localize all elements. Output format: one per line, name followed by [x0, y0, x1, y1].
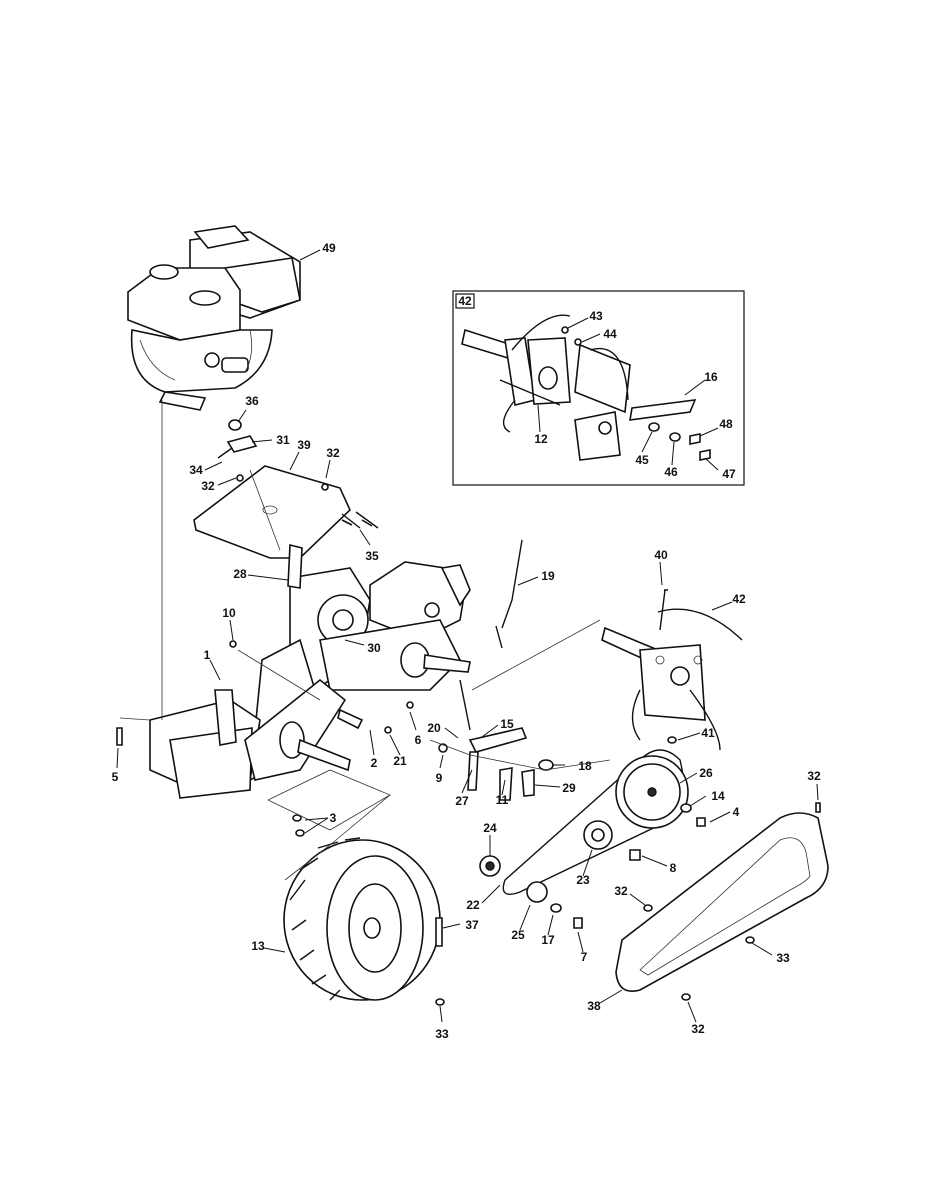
tiller-frame: [149, 543, 471, 799]
tine-assembly: [601, 589, 743, 751]
callout-38: 38: [587, 999, 601, 1013]
linkage-parts: [337, 539, 554, 801]
part-callouts: 49 36 31 39 34 32 32 35 28 10 1 30 19 6 …: [112, 241, 821, 1041]
callout-32-c: 32: [614, 884, 628, 898]
callout-44: 44: [603, 327, 617, 341]
callout-34: 34: [189, 463, 203, 477]
callout-15: 15: [500, 717, 514, 731]
callout-49: 49: [322, 241, 336, 255]
callout-36: 36: [245, 394, 259, 408]
callout-19: 19: [541, 569, 555, 583]
wheel: [283, 837, 443, 1001]
callout-42: 42: [732, 592, 746, 606]
callout-21: 21: [393, 754, 407, 768]
callout-32-a: 32: [201, 479, 215, 493]
callout-28: 28: [233, 567, 247, 581]
callout-4: 4: [733, 805, 740, 819]
callout-22: 22: [466, 898, 480, 912]
callout-1: 1: [204, 648, 211, 662]
callout-33-b: 33: [776, 951, 790, 965]
belt-guard: [615, 812, 829, 992]
callout-27: 27: [455, 794, 469, 808]
inset-label: 42: [458, 294, 472, 308]
callout-10: 10: [222, 606, 236, 620]
callout-16: 16: [704, 370, 718, 384]
callout-25: 25: [511, 928, 525, 942]
callout-45: 45: [635, 453, 649, 467]
callout-12: 12: [534, 432, 548, 446]
callout-40: 40: [654, 548, 668, 562]
callout-6: 6: [415, 733, 422, 747]
callout-18: 18: [578, 759, 592, 773]
callout-3: 3: [330, 811, 337, 825]
callout-leaders: [116, 249, 819, 1023]
callout-14: 14: [711, 789, 725, 803]
tine-detail-inset: [452, 290, 745, 486]
callout-46: 46: [664, 465, 678, 479]
callout-47: 47: [722, 467, 736, 481]
callout-7: 7: [581, 950, 588, 964]
callout-35: 35: [365, 549, 379, 563]
callout-30: 30: [367, 641, 381, 655]
throttle-parts: [217, 419, 258, 459]
callout-17: 17: [541, 933, 555, 947]
callout-48: 48: [719, 417, 733, 431]
belt-drive: [479, 749, 706, 929]
callout-41: 41: [701, 726, 715, 740]
callout-26: 26: [699, 766, 713, 780]
callout-11: 11: [496, 793, 509, 807]
callout-8: 8: [670, 861, 677, 875]
callout-43: 43: [589, 309, 603, 323]
callout-32-d: 32: [807, 769, 821, 783]
callout-5: 5: [112, 770, 119, 784]
engine: [127, 225, 301, 411]
callout-39: 39: [297, 438, 311, 452]
callout-32-e: 32: [691, 1022, 705, 1036]
belt-guard-plate: [193, 465, 379, 559]
callout-9: 9: [436, 771, 443, 785]
callout-13: 13: [251, 939, 265, 953]
callout-2: 2: [371, 756, 378, 770]
inset-label-box: [455, 293, 475, 309]
callout-33-a: 33: [435, 1027, 449, 1041]
callout-31: 31: [276, 433, 290, 447]
callout-20: 20: [427, 721, 441, 735]
callout-37: 37: [465, 918, 479, 932]
callout-23: 23: [576, 873, 590, 887]
callout-24: 24: [483, 821, 497, 835]
loose-hardware: [116, 474, 821, 1006]
callout-32-b: 32: [326, 446, 340, 460]
callout-29: 29: [562, 781, 576, 795]
